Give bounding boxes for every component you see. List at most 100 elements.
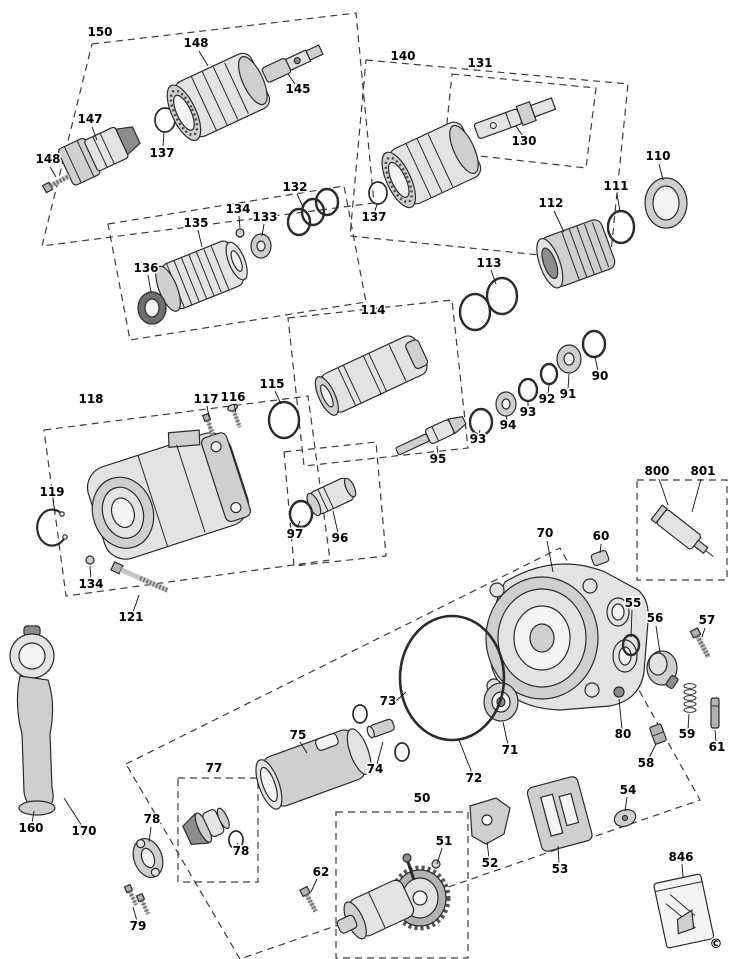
part-label-96: 96: [332, 531, 349, 545]
part-label-130: 130: [511, 134, 536, 148]
part-label-55: 55: [625, 596, 642, 610]
part-label-137: 137: [361, 210, 386, 224]
part-label-148: 148: [35, 152, 60, 166]
part-78-chuck-set: [182, 807, 244, 850]
part-label-113: 113: [476, 256, 501, 270]
part-label-170: 170: [71, 824, 96, 838]
part-97-oring: [288, 499, 314, 529]
part-114-cylinder: [314, 335, 429, 416]
part-label-52: 52: [482, 856, 499, 870]
part-140-sleeve: [381, 121, 482, 209]
part-93-oring-a: [468, 407, 494, 437]
part-60-pin: [590, 549, 610, 567]
part-label-93: 93: [470, 432, 487, 446]
part-80-ball: [613, 686, 625, 698]
part-label-148: 148: [183, 36, 208, 50]
part-label-80: 80: [615, 727, 632, 741]
copyright-mark: ©: [710, 937, 723, 952]
part-label-150: 150: [87, 25, 112, 39]
part-label-145: 145: [285, 82, 310, 96]
part-121-bolt: [110, 561, 169, 593]
part-label-90: 90: [592, 369, 609, 383]
part-800-grease-tube: [650, 504, 714, 558]
part-147-chuck: [57, 126, 141, 186]
group-box-131: [443, 73, 597, 169]
part-label-78: 78: [233, 844, 250, 858]
part-51-pin: [431, 859, 441, 869]
part-label-800: 800: [644, 464, 669, 478]
part-72-large-oring: [398, 614, 506, 742]
part-111-oring: [606, 209, 636, 245]
part-label-801: 801: [690, 464, 715, 478]
part-130-tool-holder: [473, 97, 557, 139]
part-label-61: 61: [709, 740, 726, 754]
part-label-94: 94: [500, 418, 517, 432]
part-label-114: 114: [360, 303, 385, 317]
part-label-91: 91: [560, 387, 577, 401]
part-label-70: 70: [537, 526, 554, 540]
part-119-circlip: [36, 508, 68, 547]
part-label-78: 78: [144, 812, 161, 826]
part-115-oring: [267, 400, 301, 440]
part-label-74: 74: [367, 762, 384, 776]
part-label-133: 133: [252, 210, 277, 224]
part-label-75: 75: [290, 728, 307, 742]
part-96-piston: [306, 477, 357, 517]
group-box-77: [177, 777, 259, 883]
part-53-plate: [526, 776, 593, 852]
leader-lines: [31, 50, 717, 922]
part-label-131: 131: [467, 56, 492, 70]
part-label-93: 93: [520, 405, 537, 419]
part-90-oring: [581, 329, 607, 359]
part-846-grease-pouch: [653, 873, 715, 949]
part-95-striker: [395, 416, 467, 456]
part-148-sleeve: [166, 52, 271, 142]
group-box-main: [125, 547, 701, 959]
part-label-57: 57: [699, 613, 716, 627]
part-label-137: 137: [149, 146, 174, 160]
group-box-96: [283, 441, 387, 567]
part-54-cam: [613, 808, 637, 828]
group-box-135: [107, 185, 367, 341]
part-57-screw: [689, 627, 711, 659]
part-label-846: 846: [668, 850, 693, 864]
part-label-51: 51: [436, 834, 453, 848]
part-label-62: 62: [313, 865, 330, 879]
part-label-110: 110: [645, 149, 670, 163]
part-label-54: 54: [620, 783, 637, 797]
part-78-flange: [132, 838, 164, 878]
part-56-knob: [646, 650, 679, 690]
part-148-screw: [41, 173, 71, 194]
part-label-73: 73: [380, 694, 397, 708]
part-label-115: 115: [259, 377, 284, 391]
part-58-block: [649, 723, 667, 745]
part-52-bracket: [469, 797, 511, 845]
part-label-53: 53: [552, 862, 569, 876]
part-117-screw: [201, 412, 216, 437]
part-134-ball: [235, 228, 245, 238]
part-label-135: 135: [183, 216, 208, 230]
part-160-side-handle: [9, 625, 56, 816]
part-93-oring-b: [517, 377, 539, 403]
group-box-140: [349, 59, 629, 263]
part-label-140: 140: [390, 49, 415, 63]
part-label-147: 147: [77, 112, 102, 126]
part-label-92: 92: [539, 392, 556, 406]
part-61-clip: [710, 697, 720, 729]
part-label-56: 56: [647, 611, 664, 625]
part-label-97: 97: [287, 527, 304, 541]
part-label-111: 111: [603, 179, 628, 193]
part-132-orings: [286, 187, 340, 237]
part-136-seal: [137, 291, 167, 325]
part-label-60: 60: [593, 529, 610, 543]
part-112-hub: [536, 219, 616, 289]
part-label-59: 59: [679, 727, 696, 741]
part-label-117: 117: [193, 392, 218, 406]
part-145-adapter: [261, 44, 324, 83]
part-91-washer: [556, 344, 582, 374]
part-79-screws: [123, 883, 151, 915]
part-133-washer: [250, 233, 272, 259]
part-62-screw: [299, 885, 318, 913]
